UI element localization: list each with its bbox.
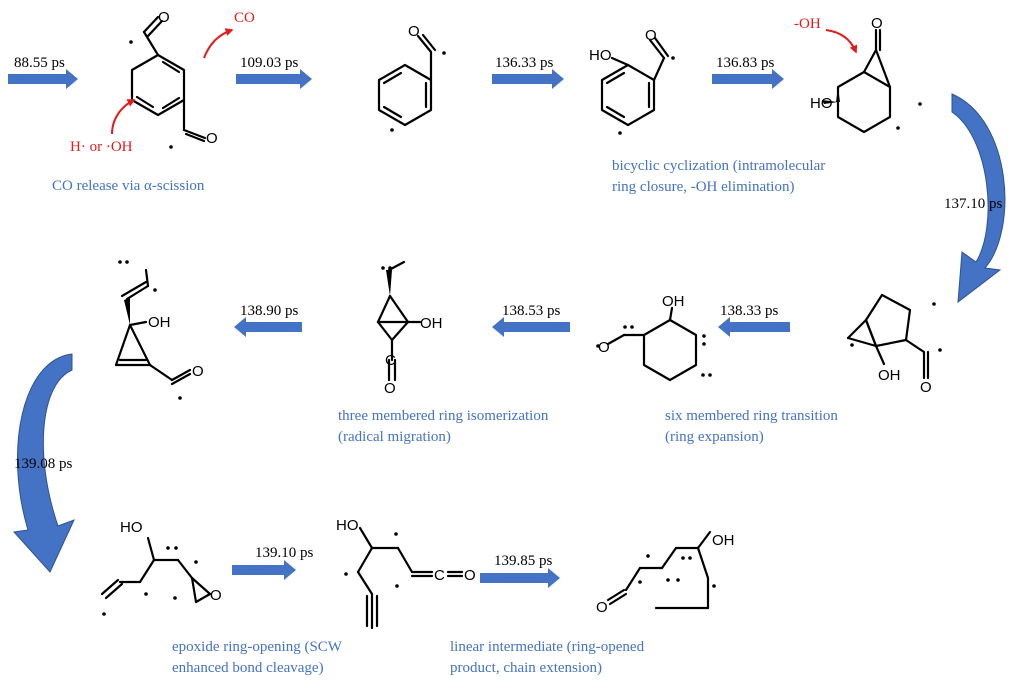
atom-ho: HO xyxy=(589,47,612,64)
step-time-5: 137.10 ps xyxy=(944,196,1003,212)
molecule-cyclohexanol: OH O xyxy=(596,293,712,382)
molecule-cyclopropene: OH O xyxy=(114,260,204,400)
molecule-fused-bicycle: OH O xyxy=(846,293,942,396)
co-release-arrow xyxy=(203,28,234,59)
step-time-10: 139.10 ps xyxy=(255,545,314,561)
atom-o: O xyxy=(192,363,204,380)
atom-o: O xyxy=(598,339,610,356)
step-arrow-4 xyxy=(712,69,784,89)
note-bicyclic-1: bicyclic cyclization (intramolecular xyxy=(612,158,825,174)
released-co-label: CO xyxy=(234,10,255,26)
step-time-4: 136.83 ps xyxy=(716,55,775,71)
step-time-11: 139.85 ps xyxy=(494,553,553,569)
note-linear-2: product, chain extension) xyxy=(450,660,602,676)
atom-o: O xyxy=(464,567,476,584)
step-time-8: 138.90 ps xyxy=(240,303,299,319)
step-arrow-10 xyxy=(232,560,296,580)
molecule-dialdehyde: O O xyxy=(129,9,218,149)
atom-oh: OH xyxy=(712,532,735,549)
released-oh-label: -OH xyxy=(794,16,821,32)
atom-o: O xyxy=(920,379,932,396)
curved-arrow-left xyxy=(13,353,75,573)
step-time-7: 138.53 ps xyxy=(502,303,561,319)
atom-o: O xyxy=(384,380,396,397)
attack-label: H· or ·OH xyxy=(70,139,133,155)
atom-o: O xyxy=(871,15,883,32)
note-epoxide-2: enhanced bond cleavage) xyxy=(172,660,324,676)
atom-ho: HO xyxy=(810,95,833,112)
step-time-6: 138.33 ps xyxy=(720,303,779,319)
atom-o: O xyxy=(206,130,218,147)
atom-oh: OH xyxy=(878,367,901,384)
step-arrow-11 xyxy=(480,568,560,588)
molecule-linear-intermediate: OH O xyxy=(596,530,735,616)
step-time-2: 109.03 ps xyxy=(240,55,299,71)
note-linear-1: linear intermediate (ring-opened xyxy=(450,639,645,655)
atom-ho: HO xyxy=(120,519,143,536)
step-arrow-8 xyxy=(234,317,302,337)
note-three-ring-2: (radical migration) xyxy=(338,429,451,445)
step-time-1: 88.55 ps xyxy=(14,55,65,71)
note-epoxide-1: epoxide ring-opening (SCW xyxy=(172,639,343,655)
atom-ho: HO xyxy=(336,517,359,534)
molecule-hydroxybenzoyl: HO O xyxy=(589,27,675,135)
step-arrow-1 xyxy=(8,69,78,89)
note-three-ring-1: three membered ring isomerization xyxy=(338,408,549,424)
attack-arrow xyxy=(111,99,136,135)
atom-o: O xyxy=(645,27,657,44)
atom-o: O xyxy=(408,23,420,40)
step-arrow-3 xyxy=(492,69,564,89)
atom-oh: OH xyxy=(148,314,171,331)
molecule-ketene-alkyne: HO C O xyxy=(336,517,476,630)
molecule-bicyclobutane-ketene: C O OH xyxy=(376,260,443,397)
atom-o: O xyxy=(158,9,170,26)
step-arrow-7 xyxy=(492,317,570,337)
atom-oh: OH xyxy=(420,315,443,332)
note-bicyclic-2: ring closure, -OH elimination) xyxy=(612,179,794,195)
atom-o: O xyxy=(596,599,608,616)
step-time-3: 136.33 ps xyxy=(495,55,554,71)
molecule-bicyclic-ketone: O HO xyxy=(810,15,922,134)
step-arrow-6 xyxy=(718,317,790,337)
step-time-9: 139.08 ps xyxy=(14,456,73,472)
step-arrow-2 xyxy=(236,69,312,89)
note-six-ring-2: (ring expansion) xyxy=(665,429,764,445)
molecule-benzoyl-radical: O xyxy=(377,23,446,132)
atom-c: C xyxy=(434,567,445,584)
curved-arrow-right xyxy=(951,93,1006,304)
note-co-release: CO release via α-scission xyxy=(52,178,205,194)
atom-o: O xyxy=(210,587,222,604)
oh-elimination-arrow xyxy=(825,29,858,54)
molecule-epoxide-chain: HO O xyxy=(100,519,222,616)
atom-c: C xyxy=(385,352,396,369)
note-six-ring-1: six membered ring transition xyxy=(665,408,838,424)
atom-oh: OH xyxy=(662,293,685,310)
